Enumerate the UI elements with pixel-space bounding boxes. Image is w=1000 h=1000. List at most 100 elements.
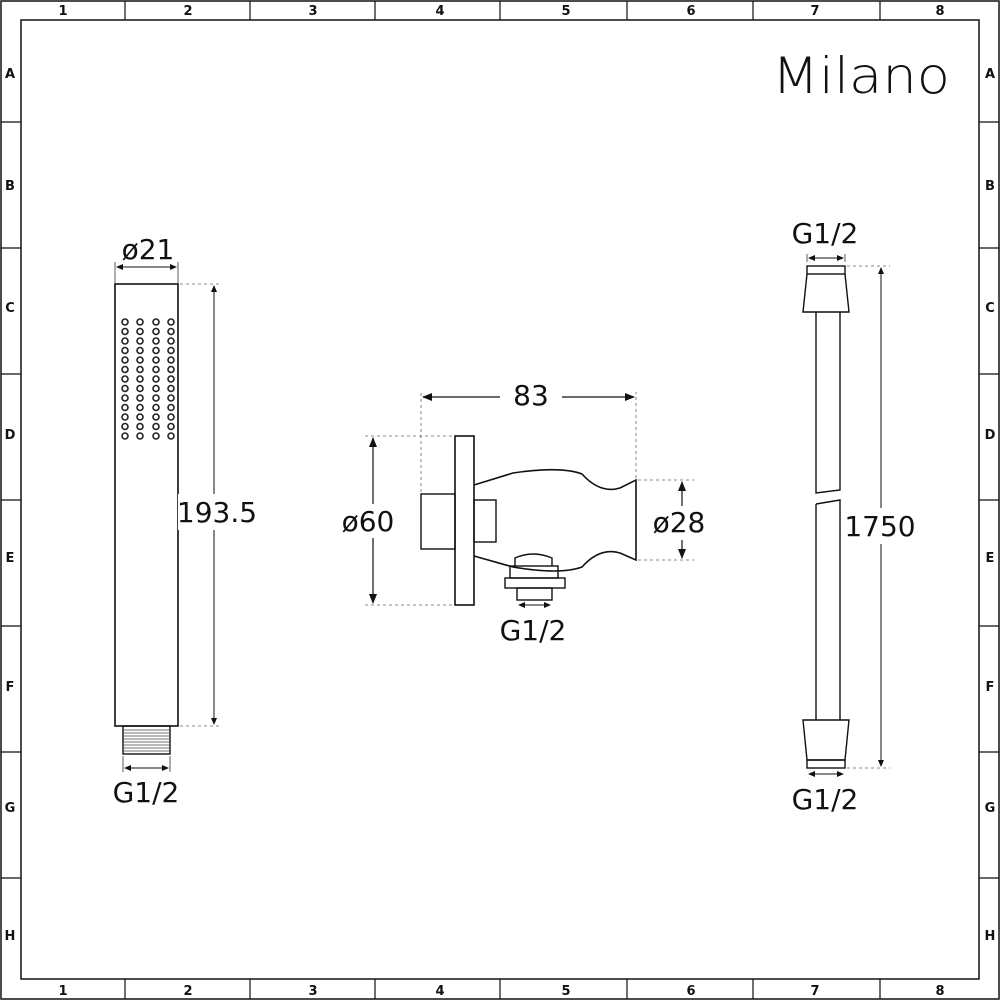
nozzle-dot	[167, 327, 175, 336]
nozzle-dot	[152, 384, 160, 393]
elbow-plate-label-bg	[340, 504, 402, 538]
row-label-right-a: A	[985, 67, 995, 82]
col-label-top-3: 3	[308, 4, 317, 19]
row-label-right-d: D	[985, 428, 996, 443]
nozzle-dot	[152, 318, 160, 326]
hose-length-label: 1750	[844, 510, 915, 543]
handset-thread-label: G1/2	[113, 776, 180, 809]
nozzle-dot	[167, 356, 175, 364]
col-label-top-8: 8	[935, 4, 944, 19]
row-label-right-f: F	[986, 680, 995, 695]
elbow-plate-diameter-label: ø60	[342, 505, 395, 538]
nozzle-dot	[121, 403, 129, 412]
hose-drawing	[802, 265, 850, 769]
ruler-labels: 1 2 3 4 5 6 7 8 1 2 3 4 5 6 7 8 A B C D …	[5, 4, 996, 999]
nozzle-dot	[152, 432, 160, 440]
nozzle-dot	[136, 356, 144, 364]
nozzle-dot	[167, 337, 175, 345]
row-label-left-c: C	[5, 301, 15, 316]
row-label-left-h: H	[5, 929, 16, 944]
nozzle-dot	[167, 432, 175, 440]
elbow-depth-label: 83	[513, 379, 549, 412]
nozzle-dot	[121, 413, 129, 421]
nozzle-dot	[167, 318, 175, 326]
row-label-left-b: B	[5, 179, 15, 194]
elbow-outlet-thread-label: G1/2	[500, 614, 567, 647]
hose-top-thread-label: G1/2	[792, 217, 859, 250]
nozzle-dot	[167, 422, 175, 431]
row-label-right-b: B	[985, 179, 995, 194]
nozzle-dot	[136, 337, 144, 345]
nozzle-dot	[121, 327, 129, 336]
row-label-left-a: A	[5, 67, 15, 82]
outlet-elbow-drawing	[420, 435, 637, 606]
col-label-bottom-5: 5	[561, 984, 570, 999]
brand-logo: Milano	[772, 47, 950, 105]
row-label-right-h: H	[985, 929, 996, 944]
elbow-holder-diameter-label: ø28	[653, 506, 706, 539]
nozzle-dot	[167, 365, 175, 374]
row-label-right-e: E	[986, 551, 995, 566]
nozzle-dot	[152, 394, 160, 402]
col-label-top-4: 4	[435, 4, 444, 19]
nozzle-dot	[136, 365, 144, 374]
row-label-left-g: G	[5, 801, 16, 816]
row-label-left-d: D	[5, 428, 16, 443]
nozzle-dot	[152, 403, 160, 412]
nozzle-dot	[121, 356, 129, 364]
nozzle-dot	[121, 337, 129, 345]
nozzle-dot	[152, 365, 160, 374]
nozzle-dot	[136, 422, 144, 431]
col-label-top-5: 5	[561, 4, 570, 19]
row-label-right-g: G	[985, 801, 996, 816]
nozzle-dot	[152, 337, 160, 345]
nozzle-dot	[121, 394, 129, 402]
elbow-depth-label-bg	[500, 378, 562, 414]
row-label-right-c: C	[985, 301, 995, 316]
row-label-left-e: E	[6, 551, 15, 566]
col-label-bottom-4: 4	[435, 984, 444, 999]
col-label-top-1: 1	[58, 4, 67, 19]
nozzle-dot	[136, 384, 144, 393]
handset-length-label: 193.5	[177, 496, 257, 529]
col-label-bottom-2: 2	[183, 984, 192, 999]
col-label-bottom-6: 6	[686, 984, 695, 999]
nozzle-dot	[121, 422, 129, 431]
nozzle-dot	[136, 432, 144, 440]
hose-bottom-thread-label: G1/2	[792, 783, 859, 816]
nozzle-dot	[136, 375, 144, 383]
col-label-top-2: 2	[183, 4, 192, 19]
nozzle-dot	[121, 384, 129, 393]
outlet-elbow-dimensions	[365, 392, 694, 608]
nozzle-dot	[136, 394, 144, 402]
col-label-bottom-7: 7	[810, 984, 819, 999]
hose-length-label-bg	[845, 508, 917, 544]
nozzle-dot	[152, 346, 160, 355]
col-label-bottom-8: 8	[935, 984, 944, 999]
nozzle-dot	[136, 318, 144, 326]
nozzle-dot	[152, 356, 160, 364]
nozzle-dot	[152, 375, 160, 383]
nozzle-dot	[167, 384, 175, 393]
nozzle-dot	[121, 346, 129, 355]
nozzle-dot	[152, 422, 160, 431]
nozzle-dot	[167, 413, 175, 421]
handset-diameter-label: ø21	[122, 233, 175, 266]
nozzle-dot	[121, 318, 129, 326]
elbow-holder-label-bg	[650, 506, 712, 540]
nozzle-dot	[167, 394, 175, 402]
nozzle-dots	[121, 318, 175, 440]
nozzle-dot	[136, 403, 144, 412]
nozzle-dot	[121, 432, 129, 440]
row-label-left-f: F	[6, 680, 15, 695]
nozzle-dot	[152, 413, 160, 421]
col-label-bottom-3: 3	[308, 984, 317, 999]
col-label-bottom-1: 1	[58, 984, 67, 999]
col-label-top-7: 7	[810, 4, 819, 19]
nozzle-dot	[167, 375, 175, 383]
nozzle-dot	[121, 365, 129, 374]
nozzle-dot	[121, 375, 129, 383]
